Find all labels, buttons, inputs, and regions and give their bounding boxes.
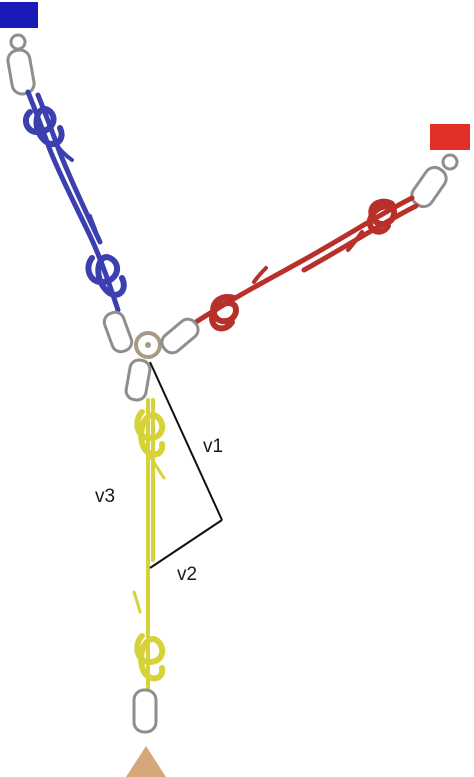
- vector-lines: [149, 361, 223, 569]
- label-v2: v2: [177, 564, 197, 585]
- load-mass: [126, 746, 166, 777]
- label-v3: v3: [95, 486, 115, 507]
- red-anchor-block: [430, 124, 470, 150]
- v1-line: [149, 361, 223, 521]
- bottom-carabiner: [132, 688, 158, 734]
- blue-anchor-carabiner: [6, 33, 36, 96]
- v2-line: [149, 519, 223, 569]
- master-point-ring: [134, 331, 162, 359]
- red-anchor-carabiner: [410, 153, 459, 209]
- central-carabiners: [102, 310, 200, 402]
- blue-anchor-block: [0, 2, 38, 28]
- yellow-rope: [132, 398, 166, 692]
- blue-rope: [22, 89, 127, 313]
- red-rope: [193, 195, 419, 332]
- label-v1: v1: [203, 436, 223, 457]
